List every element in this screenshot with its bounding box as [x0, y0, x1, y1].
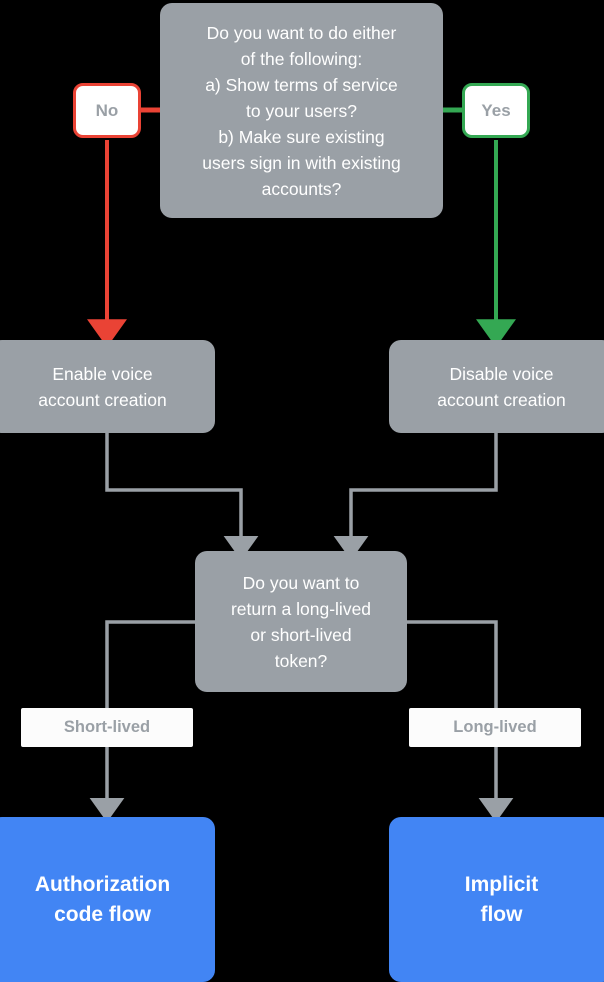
edge-label-long-lived: Long-lived	[409, 708, 581, 747]
decision-box-token-lifetime[interactable]: Do you want to return a long-lived or sh…	[195, 551, 407, 692]
edge-label-short-lived-text: Short-lived	[63, 718, 151, 736]
terminal-box-implicit-flow[interactable]: Implicit flow	[389, 817, 604, 982]
decision-box-token-lifetime-text: Do you want to return a long-lived or sh…	[230, 572, 372, 671]
branch-label-yes[interactable]: Yes	[462, 83, 530, 138]
branch-label-yes-text: Yes	[481, 100, 511, 120]
branch-label-no[interactable]: No	[73, 83, 141, 138]
branch-label-no-text: No	[95, 100, 119, 120]
terminal-box-authorization-code-flow-text: Authorization code flow	[34, 872, 171, 926]
edge-label-short-lived: Short-lived	[21, 708, 193, 747]
process-box-enable-voice-account-creation[interactable]: Enable voice account creation	[0, 340, 215, 433]
decision-box-account-requirements-text: Do you want to do either of the followin…	[202, 22, 401, 199]
edge-disable-to-token-question	[333, 433, 498, 561]
process-box-disable-voice-account-creation-text: Disable voice account creation	[437, 363, 566, 410]
process-box-enable-voice-account-creation-text: Enable voice account creation	[38, 363, 167, 410]
terminal-box-implicit-flow-text: Implicit flow	[464, 872, 539, 926]
edge-label-long-lived-text: Long-lived	[453, 718, 537, 736]
process-box-disable-voice-account-creation[interactable]: Disable voice account creation	[389, 340, 604, 433]
edge-enable-to-token-question	[105, 433, 259, 561]
decision-box-account-requirements[interactable]: Do you want to do either of the followin…	[160, 3, 443, 218]
terminal-box-authorization-code-flow[interactable]: Authorization code flow	[0, 817, 215, 982]
